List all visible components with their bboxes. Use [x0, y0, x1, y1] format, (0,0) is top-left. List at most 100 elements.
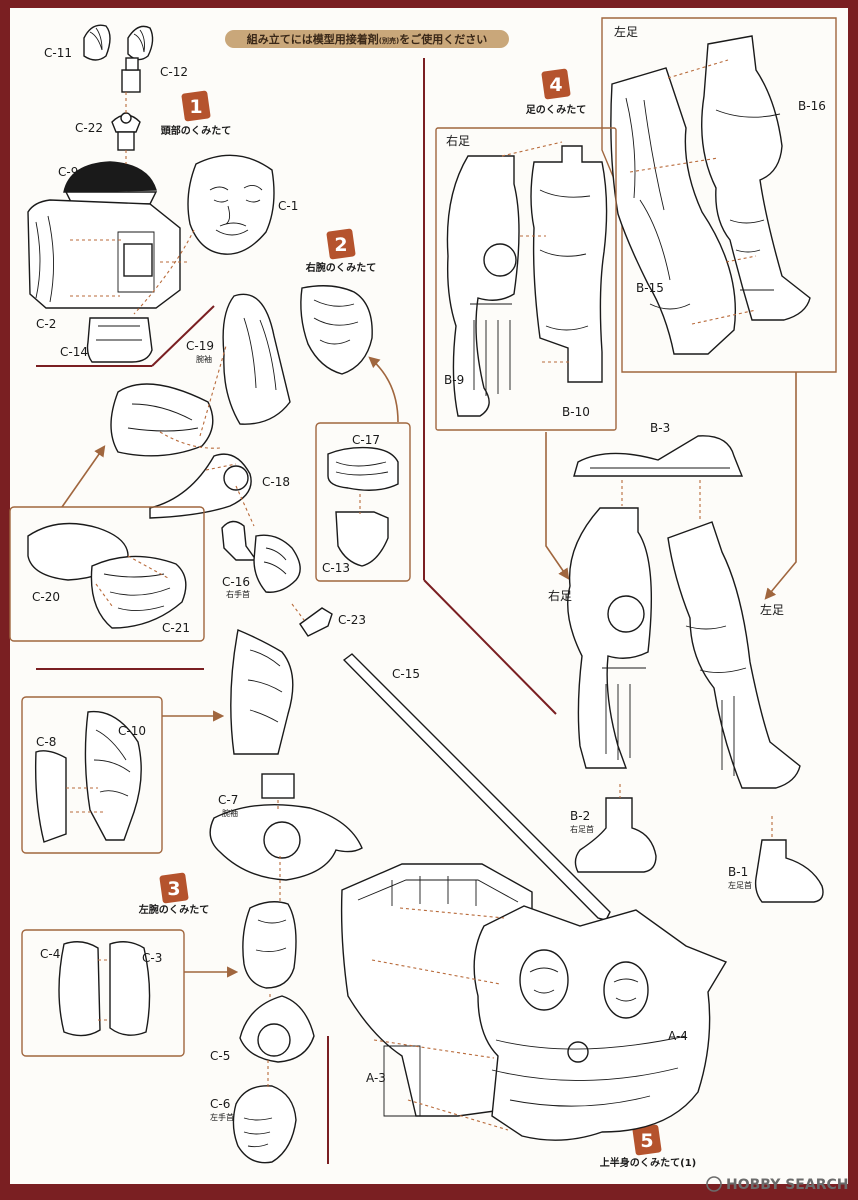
part-c16-wrist	[221, 520, 258, 561]
label-c1: C-1	[278, 199, 298, 213]
part-detail	[103, 573, 171, 611]
part-c17-shape	[327, 446, 399, 491]
part-c4-shape	[58, 941, 101, 1037]
step-3: 3 左腕のくみたて	[138, 872, 209, 916]
label-right-leg-top: 右足	[446, 133, 470, 148]
part-detail	[263, 547, 287, 575]
left-arm-assembly: C-8 C-10 C-4 C-3 C-7 腕袖 C-5 C-6 左手首	[21, 629, 363, 1164]
step-title: 足のくみたて	[526, 104, 586, 116]
divider-head-diagonal	[151, 305, 215, 367]
arrow	[61, 445, 106, 508]
guide-lines	[291, 603, 305, 621]
head-assembly: C-11 C-12 C-22 C-9 C-1 C-2 C-14	[27, 24, 298, 363]
label-c4: C-4	[40, 947, 60, 961]
part-c22-jewel	[120, 112, 132, 124]
part-b9-shape	[446, 155, 520, 417]
label-c3: C-3	[142, 951, 162, 965]
part-c12-peg	[121, 69, 141, 93]
label-c12: C-12	[160, 65, 188, 79]
step-number: 4	[549, 74, 562, 96]
step-badge	[181, 90, 211, 122]
part-detail	[602, 667, 646, 760]
label-c6: C-6	[210, 1097, 230, 1111]
label-c23: C-23	[338, 613, 366, 627]
sub-assembly-frame-c17-c13	[315, 422, 411, 582]
guide-lines	[98, 959, 110, 1021]
label-c10: C-10	[118, 724, 146, 738]
part-detail	[96, 325, 142, 341]
part-detail	[685, 625, 747, 776]
label-c11: C-11	[44, 46, 72, 60]
watermark-text: HOBBY SEARCH	[726, 1177, 848, 1193]
guide-lines	[621, 480, 701, 520]
label-b10: B-10	[562, 405, 590, 419]
part-c19-shape	[222, 293, 291, 425]
step-badge	[632, 1124, 662, 1156]
step-badge	[159, 872, 189, 904]
note-b1: 左足首	[728, 880, 752, 890]
arrow	[545, 432, 570, 580]
step-number: 3	[167, 878, 180, 900]
part-c6-hand	[232, 1085, 297, 1164]
label-c14: C-14	[60, 345, 88, 359]
label-c7: C-7	[218, 793, 238, 807]
part-c11-shape	[83, 24, 111, 61]
arrow	[764, 372, 797, 600]
part-c21-shape	[90, 555, 187, 629]
guide-lines	[66, 787, 104, 813]
step-5: 5 上半身のくみたて(1)	[600, 1124, 697, 1169]
label-left-leg-bottom: 左足	[760, 602, 784, 617]
part-detail	[491, 1035, 687, 1107]
part-c22-base	[117, 131, 135, 151]
part-right-arm-assembled	[300, 285, 373, 375]
note-c16: 右手首	[226, 589, 250, 599]
label-c2: C-2	[36, 317, 56, 331]
part-c1-face	[187, 154, 275, 255]
part-detail	[209, 185, 263, 236]
label-c18: C-18	[262, 475, 290, 489]
banner-pill	[225, 30, 509, 48]
part-c12-top-shape	[127, 25, 154, 61]
step-title: 右腕のくみたて	[305, 261, 376, 274]
label-b16: B-16	[798, 99, 826, 113]
label-c5: C-5	[210, 1049, 230, 1063]
adhesive-banner: 組み立てには模型用接着剤(別売)をご使用ください	[225, 30, 509, 48]
watermark-logo-icon	[706, 1176, 722, 1192]
part-detail	[539, 189, 591, 331]
label-right-leg-bottom: 右足	[548, 588, 572, 603]
part-c18-ring	[223, 465, 249, 491]
step-title: 頭部のくみたて	[161, 124, 231, 137]
guide-lines	[267, 800, 281, 1090]
torso-assembly: A-3 A-4	[340, 863, 728, 1141]
label-left-leg-top: 左足	[614, 24, 638, 39]
guide-lines	[70, 92, 195, 315]
step-badge	[326, 228, 356, 260]
step-2: 2 右腕のくみたて	[305, 228, 376, 274]
step-number: 5	[640, 1130, 653, 1152]
step-4: 4 足のくみたて	[526, 68, 586, 116]
label-b9: B-9	[444, 373, 464, 387]
part-b9-knee	[483, 243, 517, 277]
right-arm-assembly: C-19 腕袖 C-18 C-17 C-13 C-16 右手首	[110, 285, 411, 599]
part-detail	[243, 317, 277, 391]
part-left-upper-arm	[230, 629, 294, 755]
part-a4-left-medallion	[519, 949, 569, 1011]
part-b2-boot	[574, 797, 657, 873]
part-detail	[715, 109, 781, 291]
part-detail	[335, 461, 389, 476]
part-c2-shape	[27, 199, 181, 309]
part-detail	[93, 729, 131, 797]
part-detail	[357, 876, 519, 1117]
label-c17: C-17	[352, 433, 380, 447]
part-right-leg-assembled	[567, 507, 653, 769]
label-b1: B-1	[728, 865, 748, 879]
sub-assembly-frame-right-leg	[435, 127, 617, 431]
part-detail	[133, 29, 145, 53]
step-title: 上半身のくみたて(1)	[600, 1156, 697, 1169]
part-shoulder-shape	[110, 383, 214, 457]
part-c23-shape	[299, 607, 333, 637]
leg-assembly: 左足 B-16 B-15 右足 B-9 B-10 B-3	[435, 17, 837, 903]
label-c19: C-19	[186, 339, 214, 353]
sub-assembly-frame-c20-c21	[9, 506, 205, 642]
part-a4-buckle	[567, 1041, 589, 1063]
